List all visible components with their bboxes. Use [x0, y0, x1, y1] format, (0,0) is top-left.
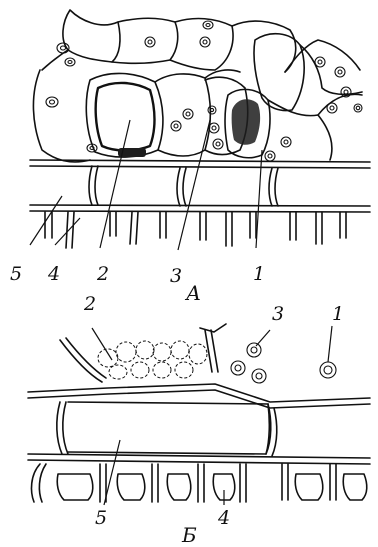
panel-a-title: А — [184, 281, 201, 305]
panel-a-label-5: 5 — [10, 263, 22, 285]
panel-a-label-1: 1 — [253, 263, 265, 285]
panel-b-label-4: 4 — [217, 507, 230, 529]
panel-b-label-3: 3 — [272, 303, 284, 325]
panel-b-drawing — [28, 324, 370, 505]
panel-b-label-2: 2 — [83, 293, 96, 315]
panel-a-drawing — [30, 10, 370, 250]
panel-a-label-2: 2 — [96, 263, 109, 285]
panel-a-label-3: 3 — [170, 265, 182, 287]
panel-b-label-1: 1 — [332, 303, 344, 325]
panel-b-title: Б — [181, 523, 197, 547]
panel-a-label-4: 4 — [47, 263, 60, 285]
panel-b-label-5: 5 — [95, 507, 107, 529]
